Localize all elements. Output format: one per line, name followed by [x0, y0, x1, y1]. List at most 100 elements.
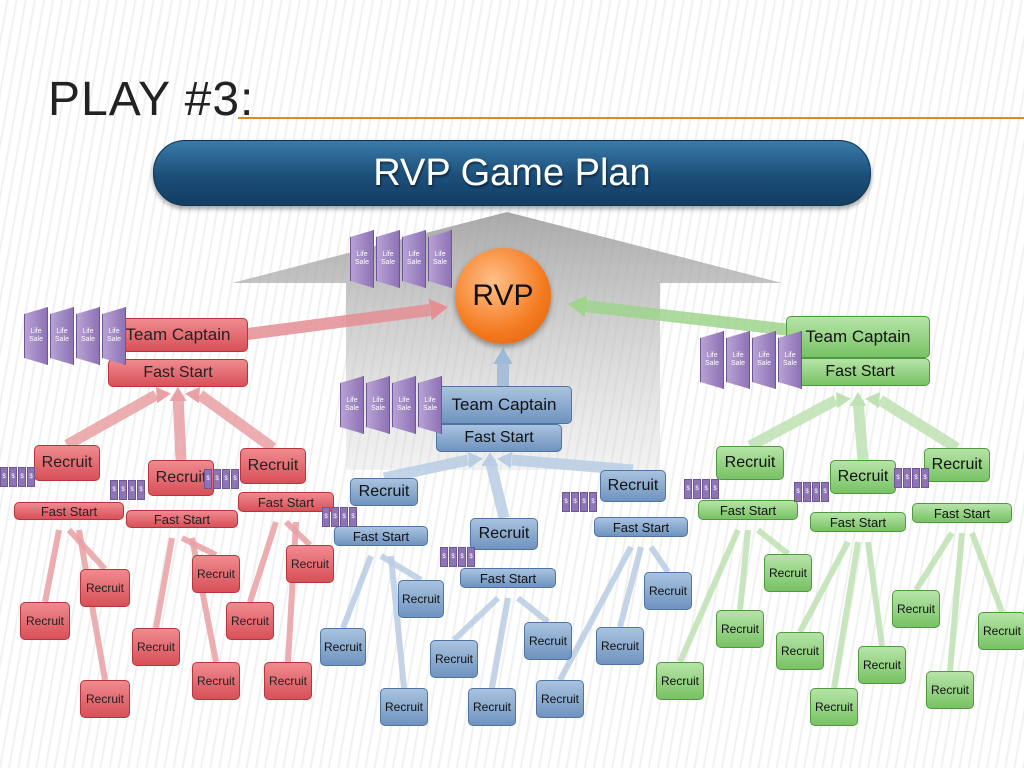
right-leaf-2-2-connector	[831, 541, 861, 689]
left-to-rvp-arrowhead	[428, 298, 448, 321]
right-recruit-3-arrowhead	[865, 392, 880, 409]
left-recruit-3-sub-recruit-3: Recruit	[264, 662, 312, 700]
left-recruit-2-dollar-chip-4: $	[137, 480, 145, 500]
middle-recruit-1-fast-start: Fast Start	[334, 526, 428, 546]
middle-recruit-2-sub-recruit-2: Recruit	[468, 688, 516, 726]
right-to-rvp-arrowhead	[568, 295, 588, 317]
right-recruit-1-dollar-chip-4: $	[711, 479, 719, 499]
left-recruit-1-dollar-chip-4: $	[27, 467, 35, 487]
middle-recruit-2-dollar-chip-4: $	[467, 547, 475, 567]
middle-recruit-1-sub-recruit-2: Recruit	[398, 580, 444, 618]
right-recruit-1-fast-start: Fast Start	[698, 500, 798, 520]
middle-captain-life-sale-4: Life Sale	[418, 376, 442, 434]
right-recruit-2-sub-recruit-2: Recruit	[810, 688, 858, 726]
right-leaf-1-1-connector	[677, 528, 741, 664]
left-recruit-2: Recruit	[148, 460, 214, 496]
right-recruit-2-fast-start: Fast Start	[810, 512, 906, 532]
left-recruit-2-dollar-chip-2: $	[119, 480, 127, 500]
middle-leaf-1-1-connector	[340, 554, 374, 630]
right-recruit-3: Recruit	[924, 448, 990, 482]
left-leaf-1-2-connector	[66, 527, 108, 572]
left-recruit-2-dollar-chip-1: $	[110, 480, 118, 500]
right-recruit-2-connector	[852, 399, 869, 461]
right-leaf-2-3-connector	[865, 541, 885, 647]
right-recruit-1-connector	[747, 395, 839, 451]
middle-captain-life-sale-2: Life Sale	[366, 376, 390, 434]
right-captain-fast-start: Fast Start	[790, 358, 930, 386]
left-recruit-3-dollar-chip-1: $	[204, 469, 212, 489]
middle-recruit-1-dollar-chip-2: $	[331, 507, 339, 527]
left-leaf-3-1-connector	[247, 521, 279, 603]
right-recruit-1-sub-recruit-2: Recruit	[716, 610, 764, 648]
middle-recruit-3-fast-start: Fast Start	[594, 517, 688, 537]
left-recruit-3: Recruit	[240, 448, 306, 484]
right-captain-life-sale-2: Life Sale	[726, 331, 750, 389]
right-leaf-3-3-connector	[969, 531, 1005, 614]
left-recruit-3-dollar-chip-3: $	[222, 469, 230, 489]
middle-recruit-1-dollar-chip-1: $	[322, 507, 330, 527]
middle-captain-life-sale-1: Life Sale	[340, 376, 364, 434]
middle-recruit-1: Recruit	[350, 478, 418, 506]
left-leaf-2-2-connector	[180, 535, 218, 558]
right-recruit-2-dollar-chip-1: $	[794, 482, 802, 502]
middle-captain-fast-start: Fast Start	[436, 424, 562, 452]
right-captain-life-sale-4: Life Sale	[778, 331, 802, 389]
right-recruit-3-dollar-chip-4: $	[921, 468, 929, 488]
left-recruit-2-sub-recruit-3: Recruit	[192, 662, 240, 700]
middle-captain-life-sale-3: Life Sale	[392, 376, 416, 434]
left-recruit-1-arrowhead	[156, 387, 171, 404]
left-to-rvp-arrow	[239, 304, 431, 341]
middle-to-rvp-arrowhead	[493, 348, 513, 364]
rvp-life-sale-2: Life Sale	[376, 230, 400, 288]
middle-recruit-3-sub-recruit-1: Recruit	[536, 680, 584, 718]
left-recruit-1-dollar-chip-3: $	[18, 467, 26, 487]
left-recruit-3-sub-recruit-1: Recruit	[226, 602, 274, 640]
middle-recruit-2: Recruit	[470, 518, 538, 550]
left-recruit-3-arrowhead	[185, 387, 200, 404]
left-leaf-1-1-connector	[42, 529, 62, 603]
rvp-life-sale-3: Life Sale	[402, 230, 426, 288]
right-recruit-2-dollar-chip-4: $	[821, 482, 829, 502]
right-recruit-3-sub-recruit-2: Recruit	[926, 671, 974, 709]
rvp-life-sale-4: Life Sale	[428, 230, 452, 288]
middle-leaf-1-2-connector	[379, 553, 423, 583]
left-recruit-3-sub-recruit-2: Recruit	[286, 545, 334, 583]
left-recruit-1-fast-start: Fast Start	[14, 502, 124, 520]
right-to-rvp-arrow	[584, 300, 791, 336]
left-recruit-1-dollar-chip-2: $	[9, 467, 17, 487]
right-recruit-2-sub-recruit-3: Recruit	[858, 646, 906, 684]
middle-recruit-3-dollar-chip-3: $	[580, 492, 588, 512]
left-team-captain: Team Captain	[108, 318, 248, 352]
middle-recruit-3-dollar-chip-4: $	[589, 492, 597, 512]
middle-leaf-2-3-connector	[516, 595, 550, 625]
left-recruit-2-arrowhead	[169, 387, 187, 401]
middle-recruit-1-dollar-chip-4: $	[349, 507, 357, 527]
right-recruit-3-dollar-chip-3: $	[912, 468, 920, 488]
middle-recruit-2-sub-recruit-3: Recruit	[524, 622, 572, 660]
middle-recruit-3-connector	[511, 454, 634, 476]
middle-recruit-2-fast-start: Fast Start	[460, 568, 556, 588]
right-leaf-1-3-connector	[756, 527, 790, 557]
left-recruit-1-connector	[64, 390, 159, 450]
middle-recruit-3-sub-recruit-3: Recruit	[644, 572, 692, 610]
right-leaf-3-1-connector	[913, 531, 955, 592]
title-underline	[238, 117, 1024, 119]
left-leaf-3-3-connector	[285, 521, 299, 663]
left-recruit-3-connector	[196, 390, 277, 453]
middle-recruit-2-dollar-chip-2: $	[449, 547, 457, 567]
left-recruit-2-sub-recruit-1: Recruit	[132, 628, 180, 666]
left-captain-fast-start: Fast Start	[108, 359, 248, 387]
left-captain-life-sale-2: Life Sale	[50, 307, 74, 365]
left-recruit-2-dollar-chip-3: $	[128, 480, 136, 500]
right-recruit-2-dollar-chip-2: $	[803, 482, 811, 502]
middle-recruit-3-dollar-chip-2: $	[571, 492, 579, 512]
middle-recruit-3-arrowhead	[497, 452, 512, 469]
middle-recruit-1-dollar-chip-3: $	[340, 507, 348, 527]
right-captain-life-sale-3: Life Sale	[752, 331, 776, 389]
middle-recruit-3-dollar-chip-1: $	[562, 492, 570, 512]
middle-recruit-3: Recruit	[600, 470, 666, 502]
left-recruit-1: Recruit	[34, 445, 100, 481]
left-recruit-1-sub-recruit-3: Recruit	[80, 680, 130, 718]
middle-leaf-3-1-connector	[557, 545, 634, 682]
left-recruit-3-dollar-chip-2: $	[213, 469, 221, 489]
